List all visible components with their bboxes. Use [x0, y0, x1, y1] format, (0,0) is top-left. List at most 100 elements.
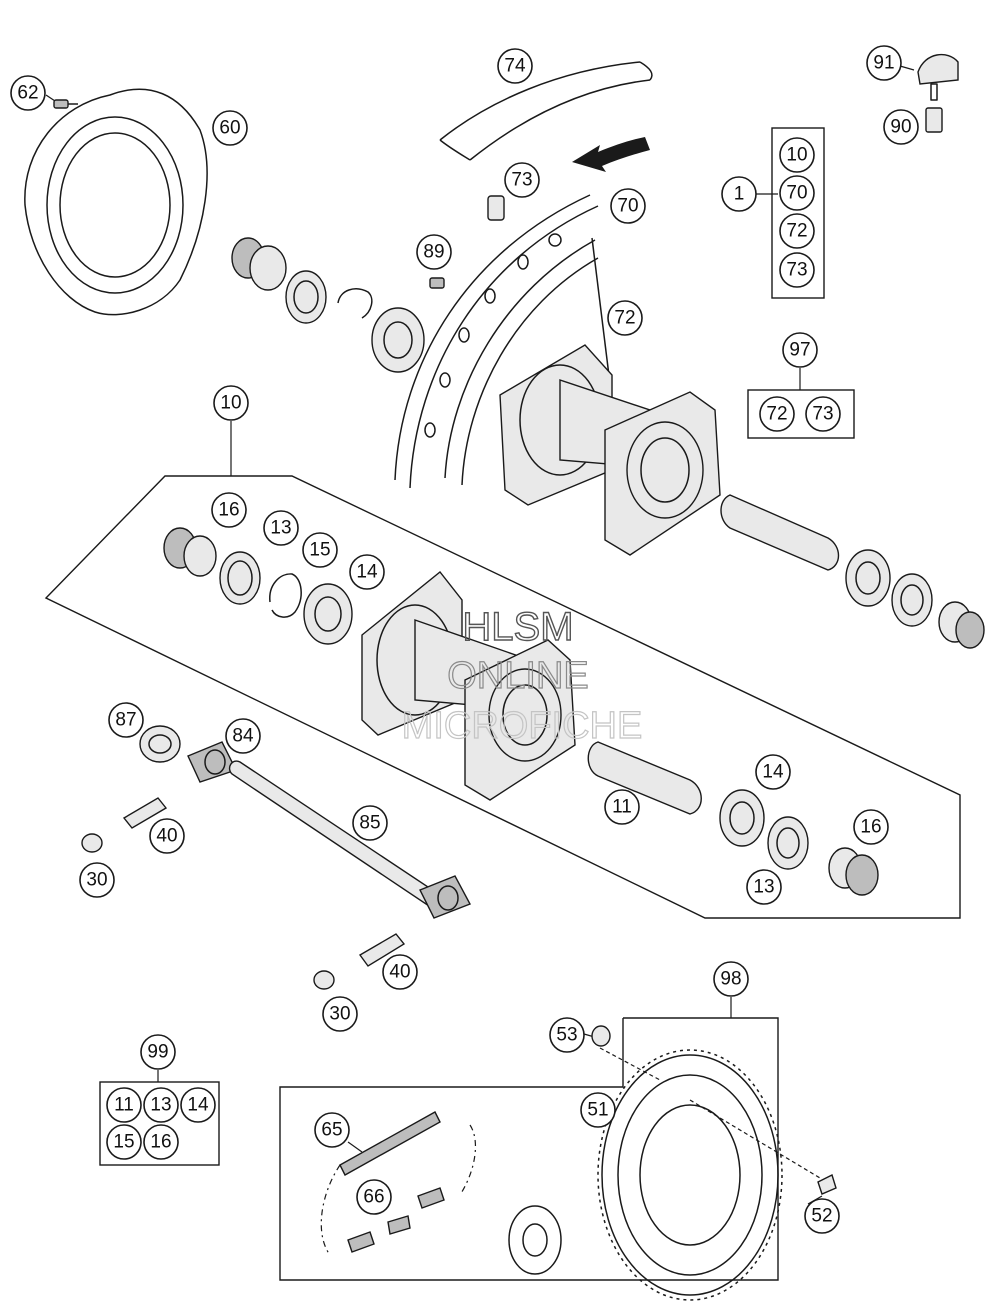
svg-text:13: 13: [753, 877, 774, 898]
hub-bearing-left: [303, 583, 353, 645]
callout-40-lower: 40: [382, 954, 418, 990]
svg-text:73: 73: [786, 260, 807, 281]
svg-text:15: 15: [113, 1132, 134, 1153]
brake-disc: [24, 88, 208, 316]
callout-52: 52: [804, 1198, 840, 1234]
hub-bearing-right: [719, 789, 765, 847]
svg-text:14: 14: [762, 762, 784, 783]
rotation-arrow: [572, 137, 650, 172]
svg-text:97: 97: [789, 340, 810, 361]
svg-text:85: 85: [359, 813, 380, 834]
watermark-line-2: ONLINE: [447, 655, 588, 697]
callout-13-left: 13: [263, 510, 299, 546]
callout-65: 65: [314, 1112, 350, 1148]
callout-73: 73: [504, 162, 540, 198]
callout-97-item-73: 73: [805, 396, 841, 432]
svg-text:65: 65: [321, 1120, 342, 1141]
callout-15: 15: [302, 532, 338, 568]
svg-text:89: 89: [423, 242, 444, 263]
chain-loop: [320, 1111, 477, 1256]
kit-97-box: [747, 389, 855, 439]
svg-text:62: 62: [17, 83, 38, 104]
callout-72: 72: [607, 300, 643, 336]
sprocket-nut-53: [591, 1025, 611, 1047]
callout-1-item-73: 73: [779, 252, 815, 288]
wheel-hub-upper: [499, 344, 721, 556]
watermark-line-3: MICROFICHE: [402, 705, 643, 747]
callout-99-item-11: 11: [106, 1087, 142, 1123]
svg-text:14: 14: [356, 562, 378, 583]
callout-99-item-16: 16: [143, 1124, 179, 1160]
adjuster-nut-lower: [313, 970, 335, 990]
callout-11: 11: [604, 789, 640, 825]
adjuster-screw-upper: [122, 797, 168, 829]
svg-text:72: 72: [786, 221, 807, 242]
sprocket-bolt-52: [817, 1174, 837, 1195]
svg-text:13: 13: [270, 518, 291, 539]
valve: [487, 195, 505, 221]
callout-89: 89: [416, 234, 452, 270]
svg-text:73: 73: [511, 170, 532, 191]
chain-adjuster-84: [187, 741, 237, 783]
hub-shaft-seal-left: [219, 551, 261, 605]
svg-text:52: 52: [811, 1206, 832, 1227]
spoke-nipple: [429, 277, 445, 289]
svg-text:16: 16: [150, 1132, 171, 1153]
rear-sprocket-51: [597, 1049, 783, 1301]
svg-text:70: 70: [786, 183, 807, 204]
hub-body: [361, 571, 576, 801]
callout-70: 70: [610, 188, 646, 224]
hub-assembly-outline: [44, 475, 961, 919]
svg-text:53: 53: [556, 1025, 577, 1046]
svg-text:91: 91: [873, 53, 894, 74]
svg-text:40: 40: [389, 962, 410, 983]
callout-90: 90: [883, 109, 919, 145]
hub-seal-right: [828, 847, 879, 896]
svg-text:10: 10: [220, 393, 241, 414]
svg-text:72: 72: [766, 404, 787, 425]
axle-85: [228, 760, 445, 910]
callout-99: 99: [140, 1034, 176, 1070]
hub-shaft-seal-right: [767, 816, 809, 870]
chain-adjuster-right: [419, 875, 471, 919]
adjuster-nut-upper: [81, 833, 103, 853]
hub-seal-left: [163, 527, 217, 577]
callout-97: 97: [782, 332, 818, 368]
svg-text:87: 87: [115, 710, 136, 731]
hub-spacer: [587, 741, 702, 815]
svg-text:13: 13: [150, 1095, 171, 1116]
svg-text:30: 30: [86, 870, 107, 891]
svg-text:1: 1: [734, 184, 745, 205]
valve-sleeve: [925, 107, 943, 133]
svg-text:84: 84: [232, 726, 254, 747]
callout-14-right: 14: [755, 754, 791, 790]
callout-40-upper: 40: [149, 818, 185, 854]
callout-97-item-72: 72: [759, 396, 795, 432]
svg-text:16: 16: [860, 817, 881, 838]
svg-text:16: 16: [218, 500, 239, 521]
callout-98: 98: [713, 961, 749, 997]
svg-text:74: 74: [504, 56, 526, 77]
svg-text:40: 40: [156, 826, 177, 847]
callout-14-left: 14: [349, 554, 385, 590]
axle-nut-87: [139, 725, 181, 763]
callout-1-item-10: 10: [779, 137, 815, 173]
tire-section: [439, 61, 653, 161]
callout-30-lower: 30: [322, 996, 358, 1032]
kit-1-box: [771, 127, 825, 299]
svg-text:98: 98: [720, 969, 741, 990]
callout-74: 74: [497, 48, 533, 84]
hub-circlip: [269, 573, 302, 618]
callout-53: 53: [549, 1017, 585, 1053]
callout-99-item-14: 14: [180, 1087, 216, 1123]
upper-bearing-group: [231, 237, 425, 373]
callout-85: 85: [352, 805, 388, 841]
callout-30-upper: 30: [79, 862, 115, 898]
svg-text:73: 73: [812, 404, 833, 425]
drive-kit-98-outline: [279, 1017, 779, 1281]
front-sprocket: [508, 1205, 562, 1275]
callout-51: 51: [580, 1092, 616, 1128]
watermark-line-1: HLSM: [462, 605, 573, 649]
watermark: HLSM ONLINE MICROFICHE: [401, 604, 643, 747]
callout-1: 1: [721, 176, 757, 212]
